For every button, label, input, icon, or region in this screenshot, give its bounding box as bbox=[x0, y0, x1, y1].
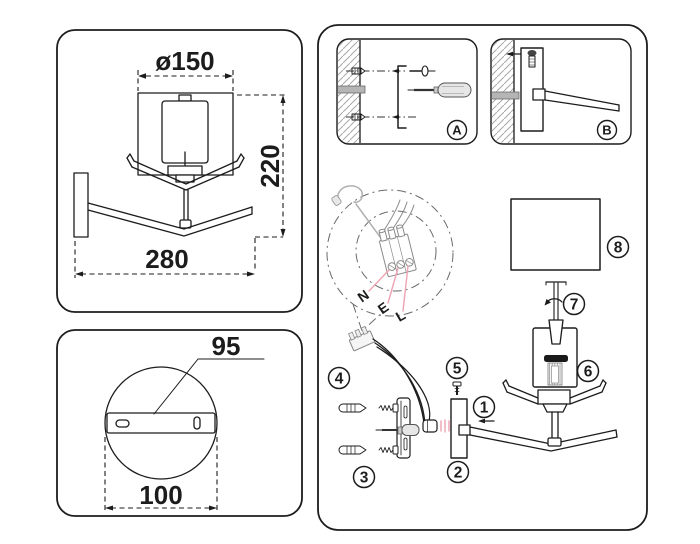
holder-nut bbox=[542, 403, 568, 413]
mounting-bracket-a bbox=[397, 65, 407, 129]
finial-rod bbox=[545, 281, 567, 322]
screw-1-icon bbox=[378, 403, 399, 413]
wall-anchor-bottom-icon bbox=[351, 113, 366, 121]
stem-foot-part bbox=[547, 437, 562, 447]
wall-anchor-1-icon bbox=[338, 403, 367, 413]
part-wall-plate-group: 5 2 1 bbox=[445, 356, 496, 484]
dim-base-width: 100 bbox=[104, 437, 218, 512]
part-3-label: 3 bbox=[360, 470, 369, 487]
arm-joint-b bbox=[532, 88, 546, 101]
socket-cap bbox=[178, 94, 192, 102]
step-a-label: A bbox=[452, 123, 462, 138]
part-5-label: 5 bbox=[453, 361, 462, 378]
terminal-block-detail bbox=[378, 199, 417, 277]
part-7-badge: 7 bbox=[562, 292, 586, 316]
lamp-head-assembly: 8 7 6 bbox=[469, 198, 630, 452]
part-7-label: 7 bbox=[570, 297, 579, 314]
step-panel-a: A bbox=[336, 38, 478, 145]
step-b-badge: B bbox=[596, 119, 618, 141]
mains-cable-hook bbox=[331, 185, 384, 242]
wall-anchor-top-icon bbox=[351, 67, 366, 75]
wall-hatch-b bbox=[492, 40, 520, 143]
socket-ring bbox=[544, 355, 568, 362]
dim-width-label: 280 bbox=[145, 244, 188, 274]
small-screw-icon bbox=[452, 381, 462, 395]
panel-assembly: A bbox=[317, 24, 648, 531]
arm-joint-part bbox=[458, 424, 471, 436]
dim-width: 280 bbox=[74, 241, 255, 278]
part-8-label: 8 bbox=[614, 240, 623, 257]
dim-bar-length-label: 95 bbox=[212, 331, 241, 361]
lamp-arm-b bbox=[544, 90, 620, 112]
wall-anchor-2-icon bbox=[338, 445, 367, 455]
mounting-slot-left bbox=[115, 419, 130, 428]
leader-neutral bbox=[368, 269, 390, 292]
dim-height-label: 220 bbox=[255, 144, 285, 187]
dim-bar-length: 95 bbox=[153, 331, 265, 415]
mounting-bar-front bbox=[106, 412, 216, 434]
part-5-badge: 5 bbox=[445, 356, 469, 380]
socket-cap-part bbox=[548, 319, 564, 345]
part-3-badge: 3 bbox=[352, 465, 376, 489]
part-1-label: 1 bbox=[480, 400, 489, 417]
part-4-badge: 4 bbox=[327, 366, 351, 390]
screw-2-icon bbox=[378, 445, 399, 455]
step-a-badge: A bbox=[446, 119, 468, 141]
part-2-label: 2 bbox=[454, 465, 463, 482]
part-mounting-kit: 3 bbox=[338, 397, 420, 489]
wall-hatch-a bbox=[338, 40, 366, 143]
leader-earth bbox=[387, 267, 399, 304]
screwdriver-icon-3 bbox=[375, 424, 420, 436]
part-1-badge: 1 bbox=[472, 395, 496, 419]
mounting-bar-edge-a bbox=[338, 85, 366, 94]
panel-base-view: 95 100 bbox=[56, 329, 303, 517]
holder-arms-part bbox=[502, 379, 607, 405]
rotate-arrow-icon bbox=[544, 298, 563, 306]
dim-diameter-label: ø150 bbox=[155, 46, 214, 76]
screw-icon-b bbox=[527, 50, 537, 68]
part-2-badge: 2 bbox=[446, 460, 470, 484]
panel-side-view: ø150 bbox=[56, 29, 303, 313]
part-8-badge: 8 bbox=[606, 235, 630, 259]
backplate-circle bbox=[104, 366, 218, 480]
wall-lamp-side-view bbox=[73, 92, 253, 238]
cable-connector bbox=[422, 419, 438, 433]
screw-icon-a bbox=[409, 65, 436, 77]
connector-contacts bbox=[440, 419, 450, 433]
dim-base-width-label: 100 bbox=[139, 480, 182, 510]
mounting-slot-right bbox=[193, 416, 201, 430]
part-4-label: 4 bbox=[335, 371, 344, 388]
wall-plate-side bbox=[73, 172, 89, 238]
step-b-label: B bbox=[602, 123, 611, 138]
shade-holder-arms bbox=[126, 153, 245, 191]
screwdriver-icon-a bbox=[407, 82, 472, 98]
part-cable-assembly: 4 bbox=[327, 325, 450, 433]
step-panel-b: B bbox=[490, 38, 632, 145]
lamp-arm-side bbox=[87, 202, 253, 237]
holder-bracket-part bbox=[537, 389, 571, 405]
dim-height: 220 bbox=[237, 94, 287, 270]
terminal-block-part bbox=[347, 325, 376, 352]
leader-live bbox=[402, 265, 409, 312]
part-6-badge: 6 bbox=[576, 359, 600, 383]
shade-holder bbox=[167, 165, 203, 176]
insert-arrow-1 bbox=[478, 418, 495, 424]
part-6-label: 6 bbox=[584, 364, 593, 381]
dim-diameter: ø150 bbox=[137, 46, 234, 91]
mounting-bar-edge-b bbox=[492, 91, 520, 100]
bulb-pin bbox=[551, 365, 559, 384]
shade-part bbox=[510, 198, 601, 271]
